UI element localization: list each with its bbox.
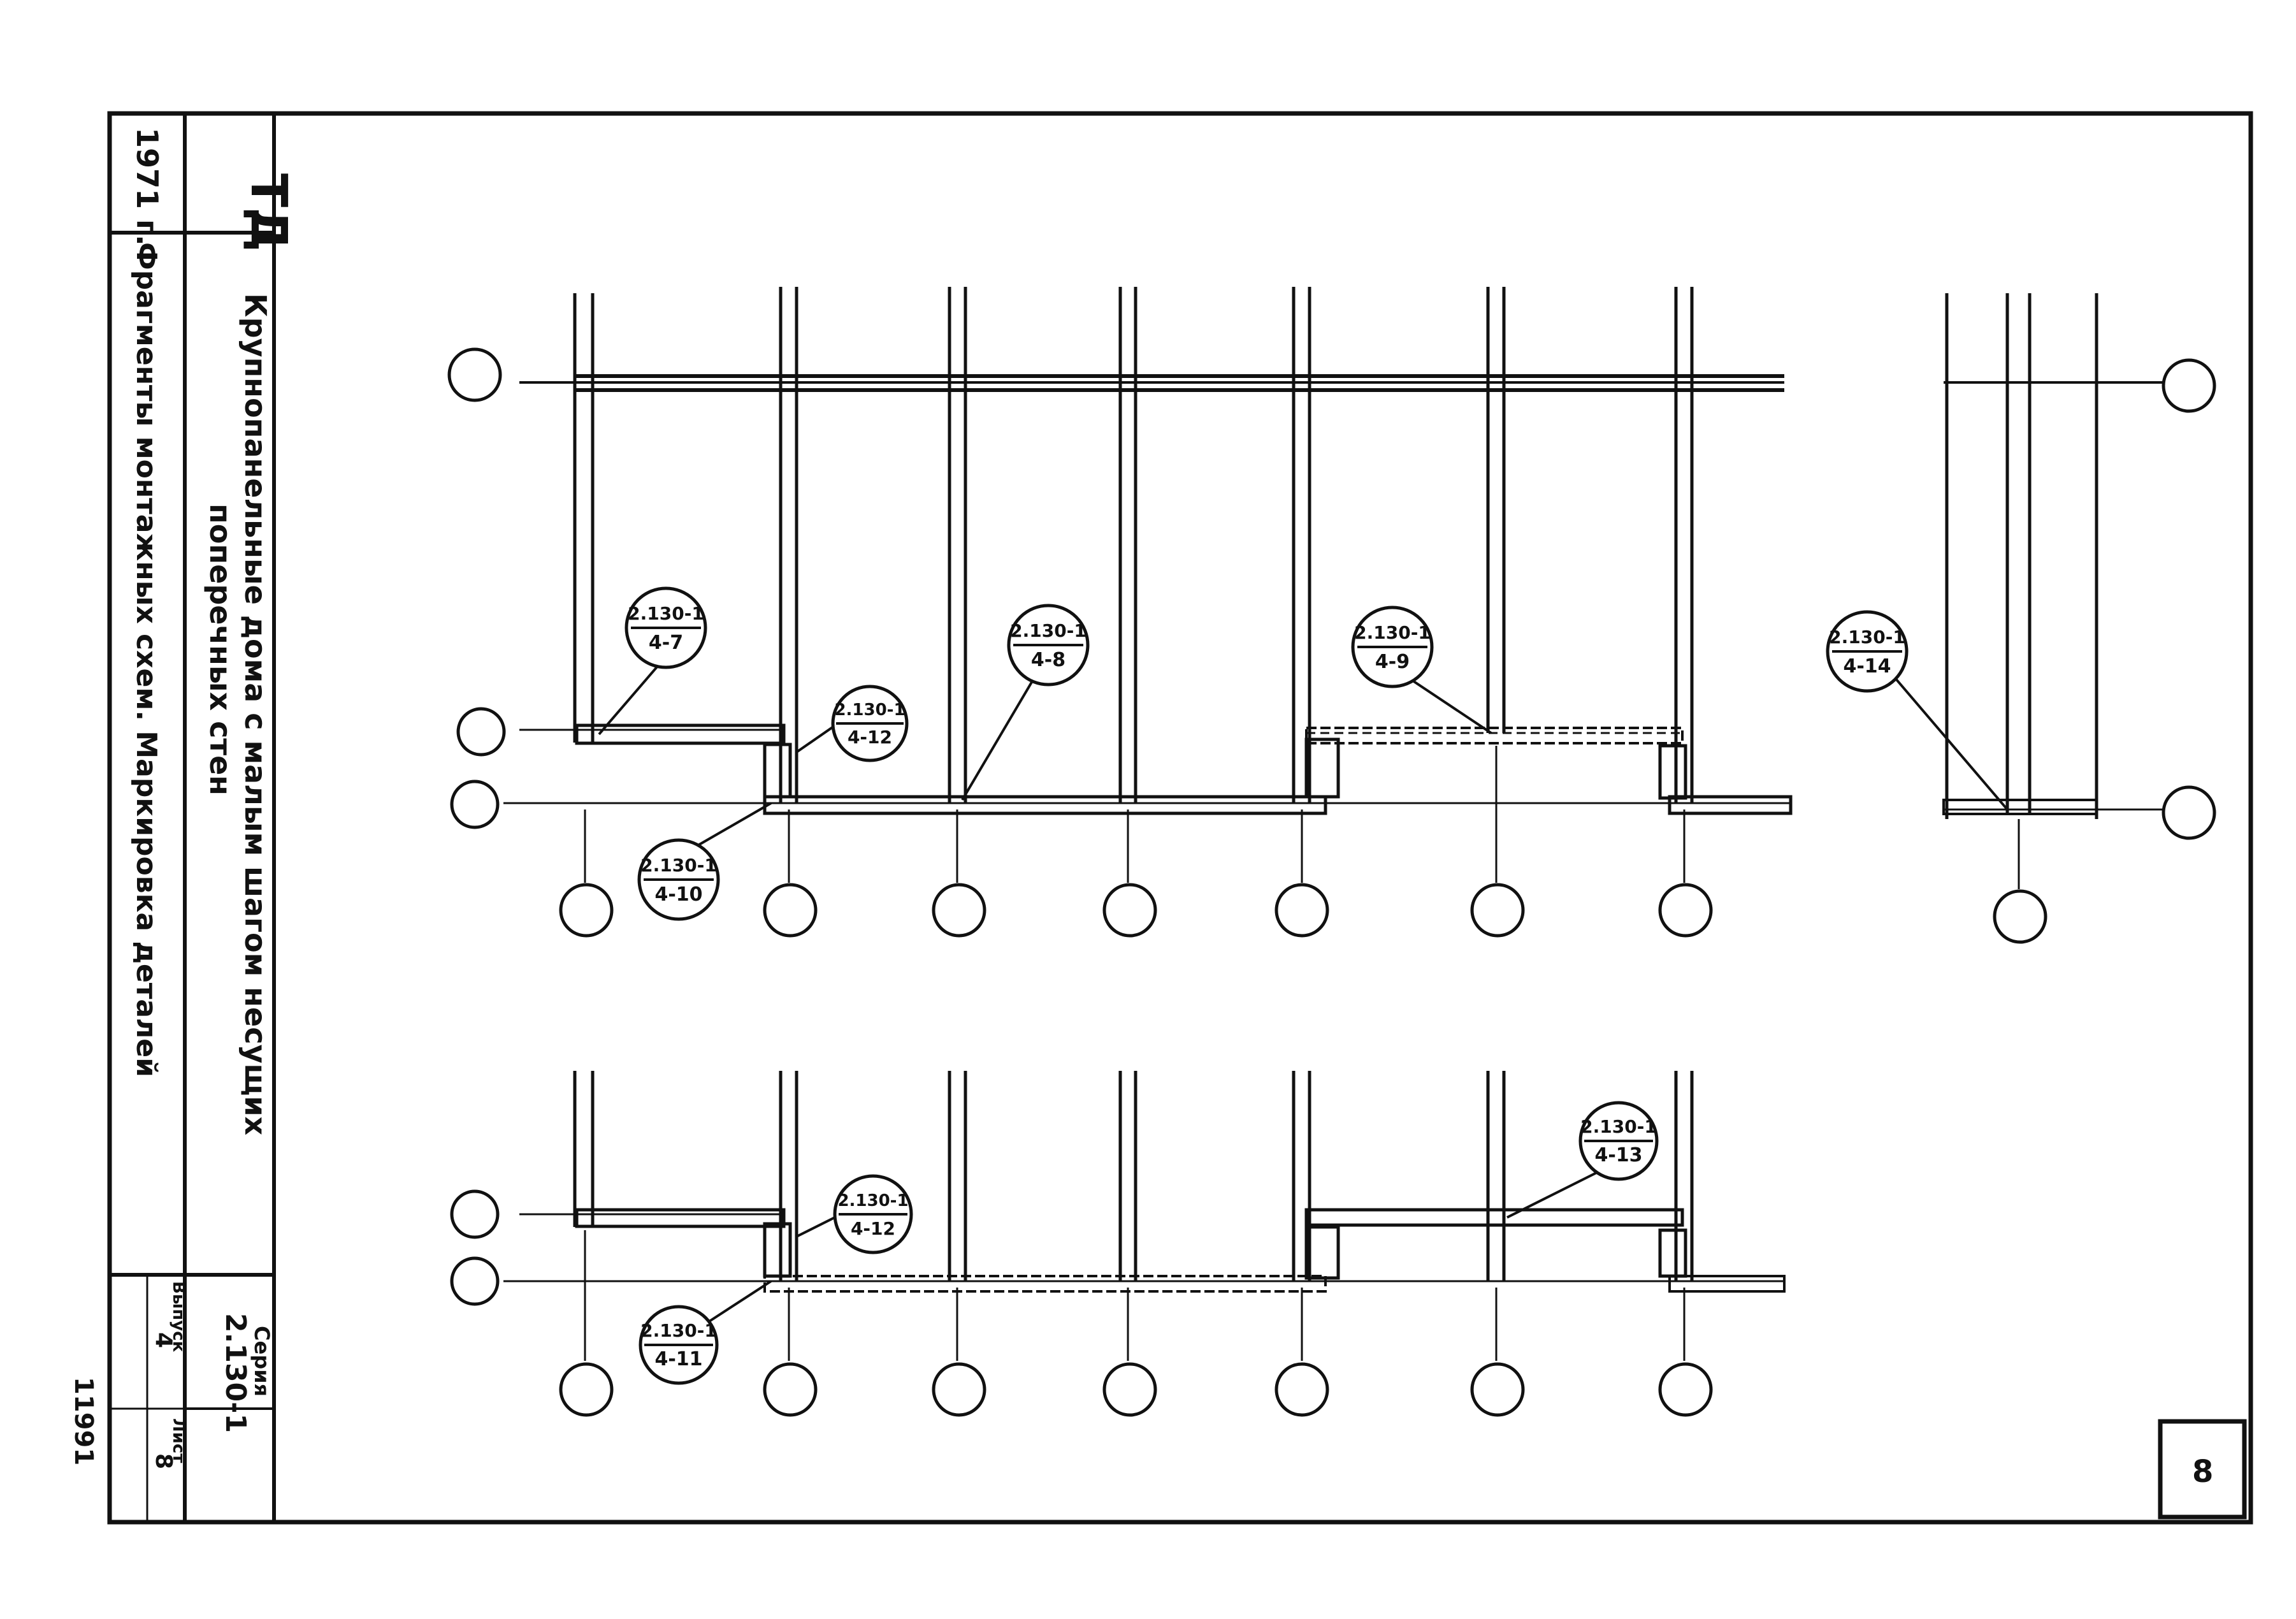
issue-value: 4 bbox=[150, 1332, 177, 1348]
inventory-number: 11991 bbox=[69, 1377, 98, 1465]
sheet-value: 8 bbox=[150, 1453, 177, 1469]
callout-top: 2.130-1 bbox=[1829, 627, 1905, 648]
sheet-subject: Фрагменты монтажных схем. Маркировка дет… bbox=[130, 242, 162, 1077]
callout-top: 2.130-1 bbox=[1580, 1116, 1657, 1137]
callout-4-10: 2.130-1 4-10 bbox=[637, 802, 772, 921]
callout-bottom: 4-12 bbox=[851, 1218, 895, 1239]
detail-callouts: 2.130-1 4-7 2.130-1 4-8 2.130-1 4-9 2.13… bbox=[598, 586, 2009, 1385]
callout-top: 2.130-1 bbox=[640, 1320, 717, 1341]
issue-label: Выпуск bbox=[169, 1281, 188, 1353]
plan-fragment-upper bbox=[447, 287, 2216, 944]
callout-bottom: 4-9 bbox=[1375, 651, 1410, 673]
sheet-label: Лист bbox=[169, 1418, 188, 1463]
callout-bottom: 4-11 bbox=[654, 1348, 702, 1370]
callout-4-8: 2.130-1 4-8 bbox=[961, 604, 1090, 801]
callout-bottom: 4-10 bbox=[654, 883, 702, 906]
callout-top: 2.130-1 bbox=[640, 855, 717, 876]
page-corner-box: 8 bbox=[2158, 1419, 2247, 1520]
project-title-line1: Крупнопанельные дома с малым шагом несущ… bbox=[238, 293, 273, 1135]
title-block: ТД 1971 г. Крупнопанельные дома с малым … bbox=[69, 113, 297, 1522]
callout-top: 2.130-1 bbox=[834, 701, 905, 720]
year-label: 1971 г. bbox=[130, 127, 164, 246]
callout-4-13: 2.130-1 4-13 bbox=[1506, 1101, 1659, 1219]
callout-top: 2.130-1 bbox=[628, 603, 704, 624]
callout-bottom: 4-13 bbox=[1594, 1144, 1642, 1166]
callout-top: 2.130-1 bbox=[1354, 622, 1431, 643]
plan-fragment-lower bbox=[450, 1071, 1786, 1417]
series-label: Серия bbox=[250, 1326, 274, 1397]
callout-top: 2.130-1 bbox=[837, 1191, 908, 1210]
callout-bottom: 4-7 bbox=[649, 632, 683, 654]
callout-4-12-upper: 2.130-1 4-12 bbox=[795, 685, 909, 762]
page-corner-mark: 8 bbox=[2192, 1454, 2213, 1490]
callout-4-14: 2.130-1 4-14 bbox=[1826, 610, 2009, 811]
callout-bottom: 4-8 bbox=[1031, 649, 1065, 671]
callout-4-7: 2.130-1 4-7 bbox=[598, 586, 707, 736]
callout-4-9: 2.130-1 4-9 bbox=[1351, 606, 1492, 734]
callout-4-12-lower: 2.130-1 4-12 bbox=[796, 1174, 913, 1254]
sheet-frame bbox=[107, 111, 2253, 1525]
callout-bottom: 4-12 bbox=[848, 727, 892, 748]
callout-bottom: 4-14 bbox=[1843, 655, 1891, 678]
project-title-line2: поперечных стен bbox=[203, 504, 238, 795]
callout-4-11: 2.130-1 4-11 bbox=[639, 1280, 772, 1385]
callout-top: 2.130-1 bbox=[1010, 620, 1087, 641]
org-mark: ТД bbox=[240, 173, 297, 252]
series-value: 2.130-1 bbox=[219, 1313, 252, 1433]
